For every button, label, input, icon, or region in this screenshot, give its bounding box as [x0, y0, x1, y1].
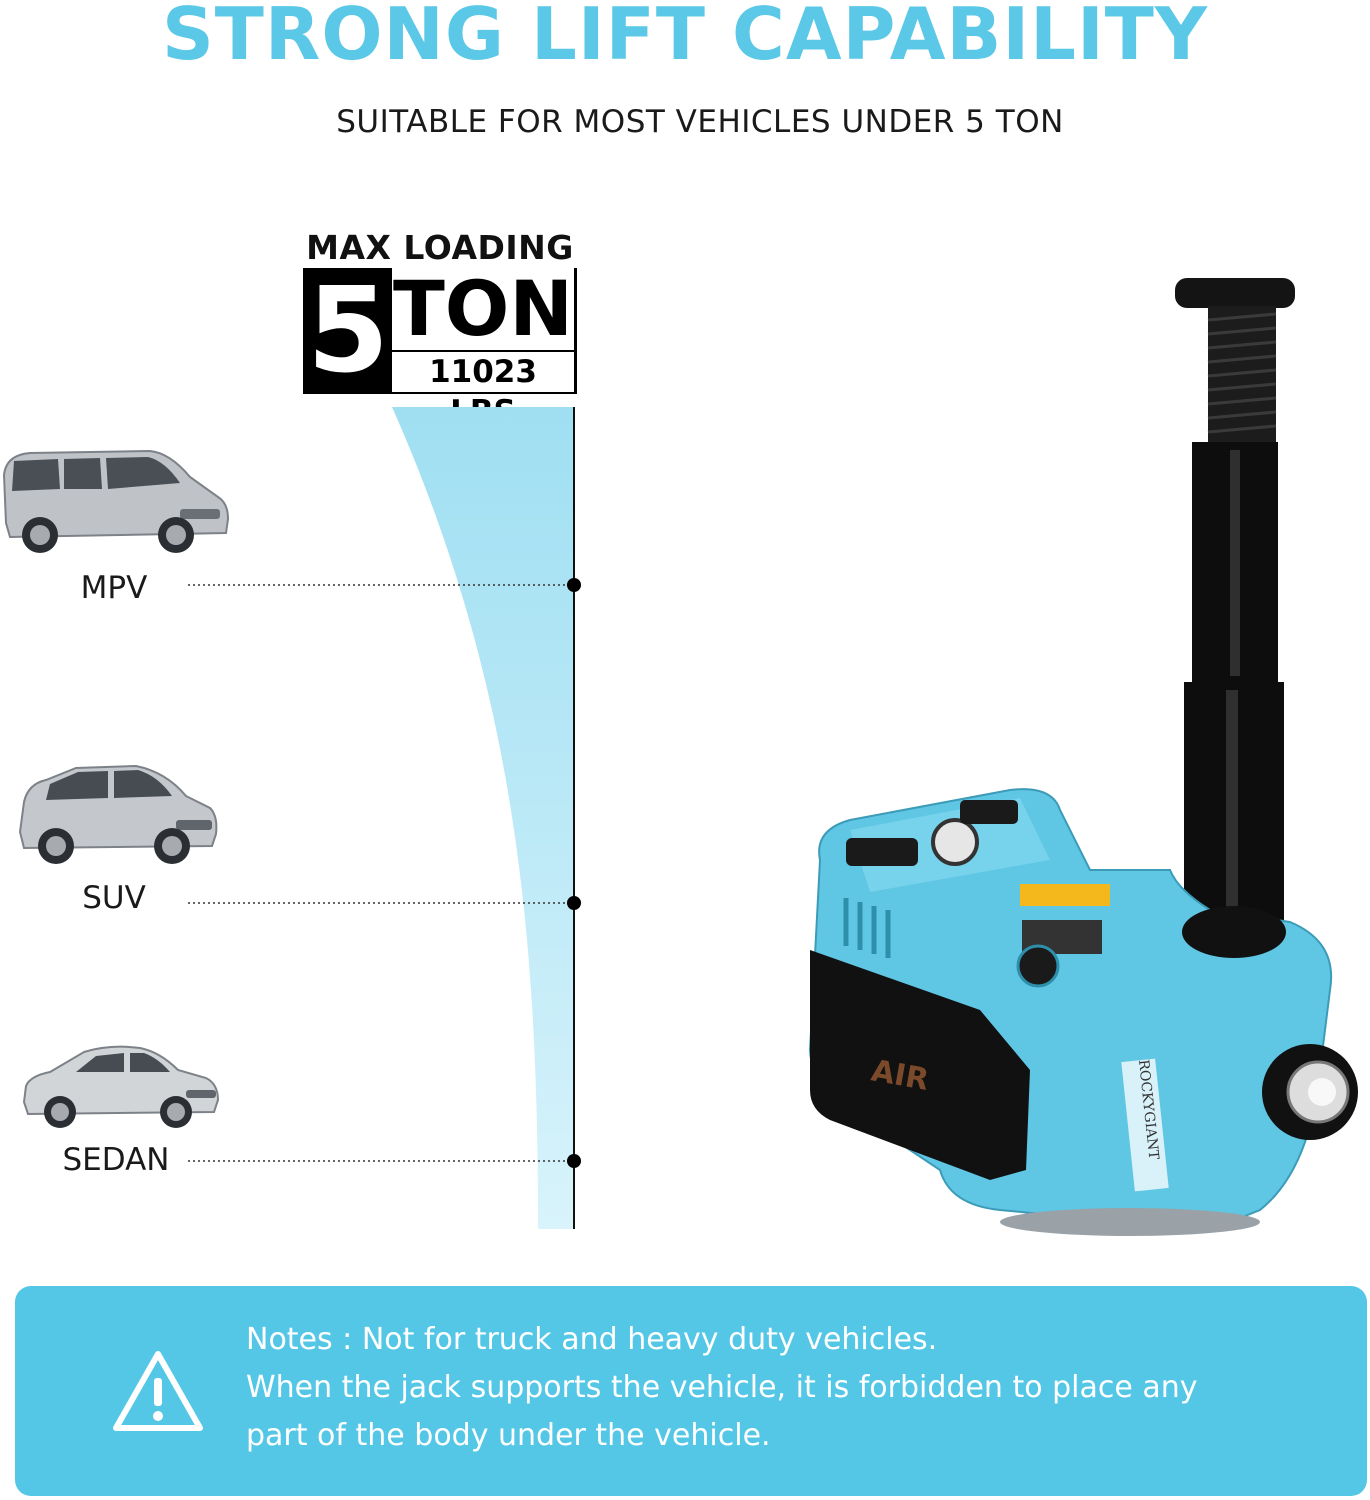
note-line-2: When the jack supports the vehicle, it i… — [246, 1370, 1198, 1405]
vehicle-label-suv: SUV — [82, 880, 146, 916]
capacity-number: 5 — [306, 261, 390, 399]
page-title: STRONG LIFT CAPABILITY — [161, 0, 1209, 76]
vehicle-label-sedan: SEDAN — [62, 1142, 170, 1178]
note-line-1: Notes : Not for truck and heavy duty veh… — [246, 1322, 938, 1357]
mpv-marker — [567, 578, 581, 592]
capacity-lbs: 11023 LBS — [392, 352, 574, 430]
sedan-icon — [22, 1045, 220, 1128]
vehicle-guides — [188, 578, 581, 1168]
max-loading-label: MAX LOADING — [306, 228, 574, 267]
note-line-3: part of the body under the vehicle. — [246, 1418, 771, 1453]
capacity-unit: TON — [392, 264, 574, 353]
vehicle-label-mpv: MPV — [80, 570, 148, 606]
warning-triangle-icon — [113, 1351, 203, 1431]
suv-icon — [18, 764, 218, 864]
sedan-marker — [567, 1154, 581, 1168]
notes-banner — [15, 1286, 1367, 1496]
mpv-van-icon — [2, 449, 230, 553]
page-subtitle: SUITABLE FOR MOST VEHICLES UNDER 5 TON — [336, 104, 1064, 140]
capacity-curve — [392, 407, 575, 1229]
suv-marker — [567, 896, 581, 910]
hydraulic-jack-image: AIR ROCKYGIANT — [808, 278, 1358, 1236]
